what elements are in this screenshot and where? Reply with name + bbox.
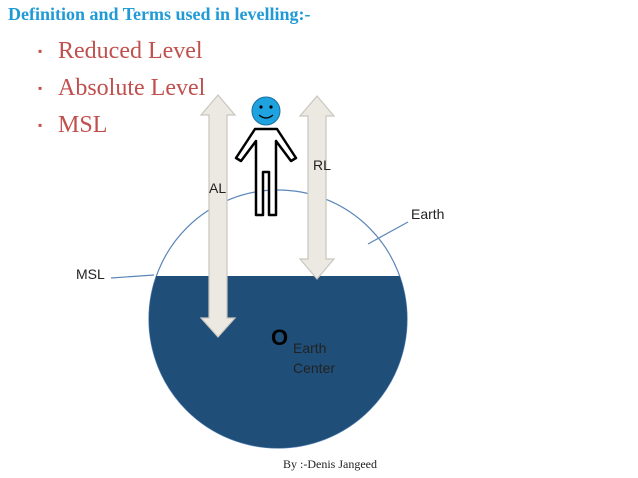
bullet-text: Reduced Level [58,38,203,64]
rl-arrow [298,95,336,280]
bullet-item-reduced-level: ▪ Reduced Level [38,33,205,70]
square-bullet-icon: ▪ [38,118,43,132]
bullet-item-absolute-level: ▪ Absolute Level [38,70,205,107]
person-right-eye [269,105,273,109]
rl-label: RL [313,157,331,173]
square-bullet-icon: ▪ [38,44,43,58]
slide-title: Definition and Terms used in levelling:- [8,4,311,24]
bullet-item-msl: ▪ MSL [38,107,205,144]
earth-water-fill [149,276,407,448]
person-left-eye [259,105,263,109]
msl-label: MSL [76,266,105,282]
person-body [234,127,298,217]
al-label: AL [209,180,226,196]
earth-pointer-line [367,221,409,245]
author-credit: By :-Denis Jangeed [283,457,377,471]
bullet-list: ▪ Reduced Level ▪ Absolute Level ▪ MSL [38,33,205,144]
earth-center-label-line2: Center [293,360,335,376]
origin-label: O [271,325,288,350]
person-head [251,96,281,126]
earth-label: Earth [411,206,444,222]
earth-center-label-line1: Earth [293,340,326,356]
bullet-text: Absolute Level [58,75,206,101]
bullet-text: MSL [58,112,108,138]
al-arrow [199,94,237,338]
msl-pointer-line [110,274,155,279]
person-smile [258,114,274,119]
square-bullet-icon: ▪ [38,81,43,95]
person-figure [234,96,298,217]
